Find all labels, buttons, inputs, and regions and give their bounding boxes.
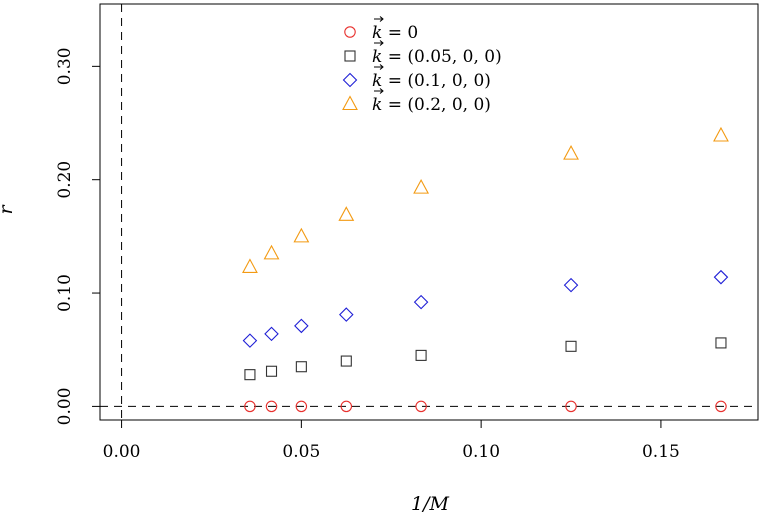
x-tick-label: 0.05: [282, 442, 320, 462]
y-axis-label: r: [0, 204, 17, 215]
data-point-circle: [340, 400, 353, 413]
data-point-circle: [565, 400, 577, 413]
data-point-square: [244, 369, 256, 381]
x-axis-label: 1/M: [411, 493, 449, 515]
legend-entry-label: k = (0.05, 0, 0): [372, 47, 502, 67]
data-point-diamond: [339, 307, 354, 322]
data-point-circle: [244, 400, 256, 413]
data-point-triangle: [713, 126, 729, 142]
data-point-square: [415, 349, 427, 361]
y-tick-label: 0.30: [55, 47, 75, 85]
legend-vector-arrowhead: [379, 88, 384, 94]
x-tick-label: 0.15: [642, 442, 680, 462]
legend-entry-label: k = 0: [372, 23, 418, 43]
data-point-triangle: [563, 144, 579, 160]
y-tick-label: 0.10: [55, 274, 75, 312]
plot-frame: [99, 3, 759, 421]
data-point-triangle: [293, 227, 310, 243]
legend-marker-triangle: [342, 95, 358, 111]
legend-marker-diamond: [342, 72, 358, 88]
legend-vector-arrowhead: [379, 40, 384, 46]
data-point-triangle: [338, 206, 355, 221]
y-tick-label: 0.00: [55, 387, 75, 425]
data-point-square: [295, 361, 307, 373]
legend: k = 0 k = (0.05, 0, 0) k = (0.1, 0, 0) k = …: [342, 16, 502, 115]
data-point-square: [715, 337, 727, 349]
data-point-triangle: [242, 258, 258, 274]
data-point-circle: [265, 400, 278, 413]
data-point-diamond: [563, 277, 579, 293]
legend-vector-arrowhead: [379, 16, 384, 22]
data-point-diamond: [242, 333, 258, 348]
data-point-triangle: [413, 178, 430, 194]
data-point-square: [565, 340, 577, 352]
data-point-circle: [715, 400, 727, 413]
data-point-circle: [295, 400, 308, 413]
data-point-diamond: [713, 269, 729, 285]
legend-entry-label: k = (0.1, 0, 0): [372, 71, 491, 91]
data-point-diamond: [264, 326, 279, 342]
data-point-diamond: [413, 294, 429, 310]
x-tick-label: 0.10: [462, 442, 500, 462]
data-point-square: [340, 355, 352, 367]
y-tick-label: 0.20: [55, 161, 75, 199]
data-point-square: [265, 365, 278, 377]
legend-vector-arrowhead: [379, 64, 384, 70]
plot-layer: 0.00 0.05 0.10 0.15 0.00 0.10 0.20 0.30: [55, 3, 759, 462]
data-point-circle: [415, 400, 427, 413]
legend-marker-square: [344, 50, 356, 62]
data-point-triangle: [263, 244, 280, 260]
legend-entry-label: k = (0.2, 0, 0): [372, 95, 491, 115]
legend-marker-circle: [344, 26, 356, 38]
data-point-diamond: [294, 318, 309, 334]
x-tick-label: 0.00: [103, 442, 141, 462]
